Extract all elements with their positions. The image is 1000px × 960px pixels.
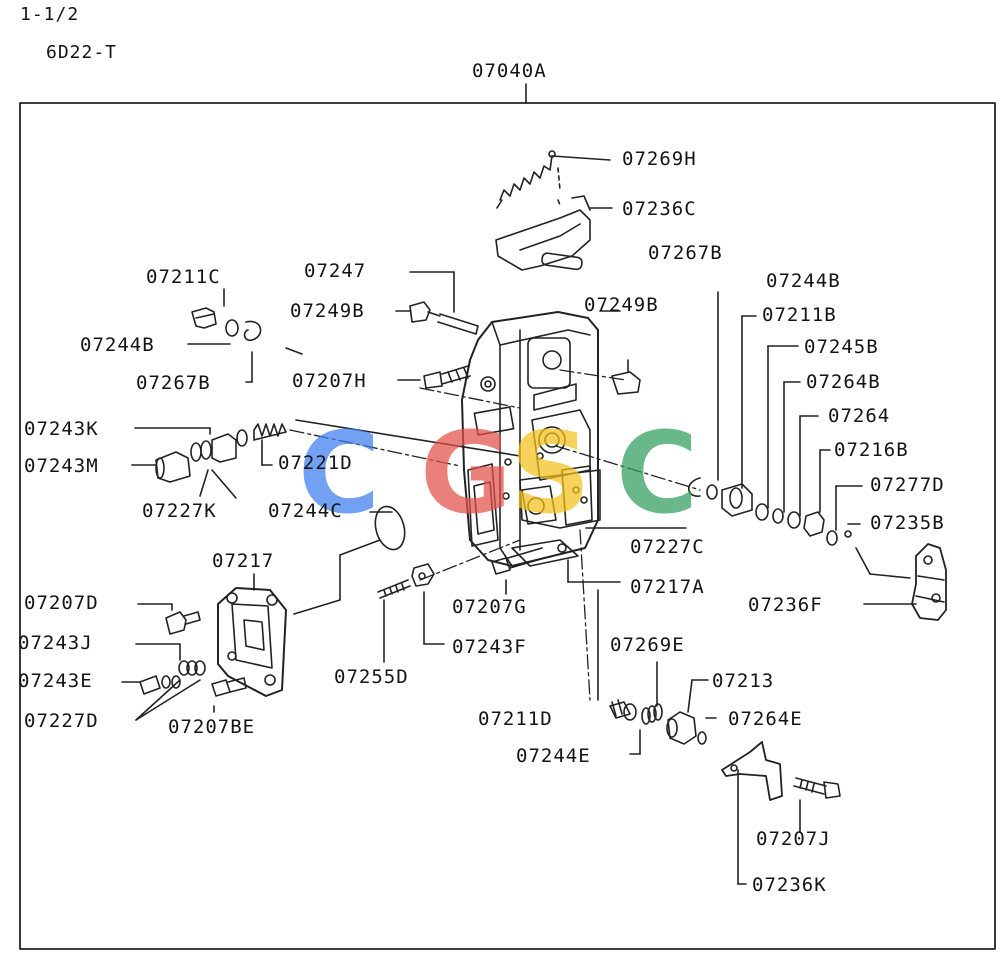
governor-housing <box>461 311 601 567</box>
assembly-frame <box>19 102 996 950</box>
part-label-07216B: 07216B <box>834 439 909 461</box>
part-label-07244B-top: 07244B <box>766 270 841 292</box>
center-lines <box>289 369 701 701</box>
bolt-07249B-left <box>409 301 441 323</box>
ring-07267B-right <box>687 477 701 497</box>
page-number: 1-1/2 <box>20 4 80 25</box>
ring-07244B-right <box>706 484 718 500</box>
watermark-letter-2: G <box>420 409 512 539</box>
washer-07243J <box>178 660 206 676</box>
part-label-07245B: 07245B <box>804 336 879 358</box>
bolt-07243E <box>139 675 181 695</box>
washer-07245B <box>755 503 769 521</box>
part-label-07227C: 07227C <box>630 536 705 558</box>
nut-07211B <box>721 483 753 517</box>
washer-07264 <box>787 511 801 529</box>
watermark-letter-3: S <box>510 409 591 539</box>
part-label-07207G: 07207G <box>452 596 527 618</box>
cap-07216B <box>803 511 825 537</box>
part-label-07269E: 07269E <box>610 634 685 656</box>
part-label-07243F: 07243F <box>452 636 527 658</box>
sleeve-07213 <box>666 711 697 745</box>
cover-07217 <box>217 587 287 697</box>
part-label-07243K: 07243K <box>24 418 99 440</box>
cap-07243M <box>155 451 191 483</box>
seal-07244C <box>374 505 406 551</box>
engine-model: 6D22-T <box>46 42 118 63</box>
bolt-07207G <box>491 547 545 575</box>
part-label-07264E: 07264E <box>728 708 803 730</box>
bolt-07207J <box>793 777 841 799</box>
assembly-number: 07040A <box>472 60 547 82</box>
part-label-07227K: 07227K <box>142 500 217 522</box>
ring-07277D <box>826 530 838 546</box>
spring-07269H <box>496 150 611 209</box>
lever-07236F <box>911 543 947 621</box>
part-label-07249B-right: 07249B <box>584 294 659 316</box>
part-label-07236C: 07236C <box>622 198 697 220</box>
bolt-07207H <box>423 365 471 389</box>
washer-left <box>236 429 248 447</box>
watermark-letter-1: C <box>298 409 381 539</box>
part-label-07207BE: 07207BE <box>168 716 256 738</box>
part-label-07211C: 07211C <box>146 266 221 288</box>
part-label-07207J: 07207J <box>756 828 831 850</box>
leader-lines <box>121 271 917 885</box>
washer-07244B-left <box>225 319 239 337</box>
part-label-07221D: 07221D <box>278 452 353 474</box>
ball-07235B <box>844 530 852 538</box>
part-label-07217A: 07217A <box>630 576 705 598</box>
spring-07221D <box>253 423 287 441</box>
part-label-07227D: 07227D <box>24 710 99 732</box>
part-label-07243M: 07243M <box>24 455 99 477</box>
part-label-07244C: 07244C <box>268 500 343 522</box>
part-label-07243J: 07243J <box>18 632 93 654</box>
part-label-07211D: 07211D <box>478 708 553 730</box>
plug-07211C <box>191 307 217 329</box>
bolt-07249B-right <box>611 371 641 395</box>
nut-07243F <box>411 563 435 587</box>
part-label-07264: 07264 <box>828 405 891 427</box>
lever-07236K <box>721 741 783 801</box>
part-label-07236F: 07236F <box>748 594 823 616</box>
washer-07264B <box>772 508 784 524</box>
pin-07247 <box>437 313 479 335</box>
lever-07236C <box>495 195 613 271</box>
part-label-07217: 07217 <box>212 550 275 572</box>
part-label-07235B: 07235B <box>870 512 945 534</box>
watermark-letter-4: C <box>616 409 699 539</box>
ring-07267B-left <box>243 320 262 342</box>
part-label-07211B: 07211B <box>762 304 837 326</box>
part-label-07255D: 07255D <box>334 666 409 688</box>
stud-07255D <box>377 579 411 599</box>
part-label-07213: 07213 <box>712 670 775 692</box>
part-label-07243E: 07243E <box>18 670 93 692</box>
part-label-07236K: 07236K <box>752 874 827 896</box>
part-label-07267B-left: 07267B <box>136 372 211 394</box>
washer-07264E <box>697 731 707 745</box>
part-label-07269H: 07269H <box>622 148 697 170</box>
spring-07269E <box>641 703 663 725</box>
bolt-07207BE <box>211 677 247 697</box>
part-label-07249B-left: 07249B <box>290 300 365 322</box>
part-label-07264B: 07264B <box>806 371 881 393</box>
part-label-07207H: 07207H <box>292 370 367 392</box>
part-label-07267B-top: 07267B <box>648 242 723 264</box>
part-label-07244E: 07244E <box>516 745 591 767</box>
bolt-07207D <box>165 611 201 635</box>
part-label-07207D: 07207D <box>24 592 99 614</box>
nut-07243K <box>211 433 237 463</box>
part-label-07247: 07247 <box>304 260 367 282</box>
part-label-07244B-left: 07244B <box>80 334 155 356</box>
washer-07227K <box>190 440 212 462</box>
part-label-07277D: 07277D <box>870 474 945 496</box>
plug-07211D <box>609 699 637 721</box>
